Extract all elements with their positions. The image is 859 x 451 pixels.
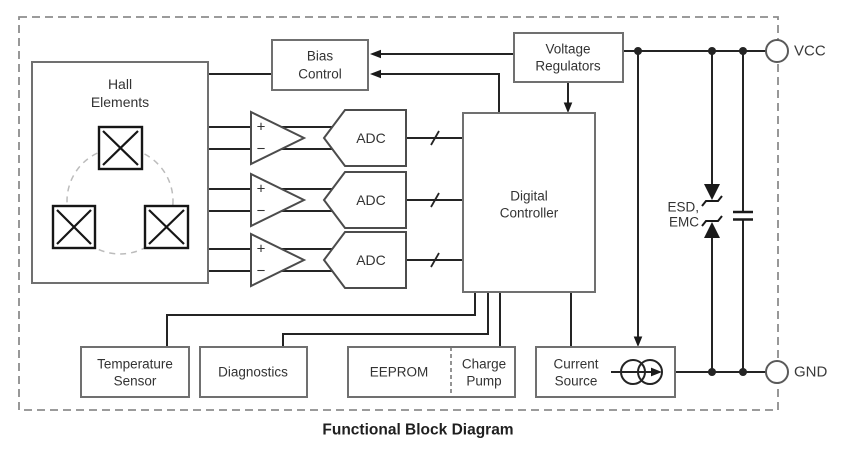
hall-elements-label-line2: Elements [91, 94, 149, 110]
zener-bar-top [701, 195, 723, 207]
junction-dots [634, 47, 747, 376]
arrowhead-into-bias-top [370, 49, 381, 59]
diagnostics-block: Diagnostics [199, 346, 308, 398]
wire-dc-to-temperature-sensor [166, 292, 476, 347]
amplifier-2-triangle [250, 172, 307, 228]
voltage-regulators-label-line2: Regulators [535, 59, 601, 74]
hall-elements-label-line1: Hall [108, 76, 132, 92]
voltage-regulators-block: Voltage Regulators [513, 32, 624, 83]
arrowhead-into-current-source [633, 336, 643, 347]
charge-pump-label-line2: Pump [466, 374, 501, 389]
current-source-symbol-icon [620, 359, 646, 385]
zener-bar-bottom [701, 215, 723, 227]
junction-dot [708, 368, 716, 376]
voltage-regulators-box [513, 32, 624, 83]
hall-plate-bottom-left [51, 204, 97, 250]
amplifier-3-triangle [250, 232, 307, 288]
hall-plate-x-stroke [102, 130, 139, 166]
amp2-plus-label: + [257, 181, 266, 198]
charge-pump-label-line1: Charge [462, 357, 506, 372]
vcc-terminal-label: VCC [794, 43, 826, 60]
amp2-minus-label: − [257, 203, 266, 220]
zener-diode-down-icon [704, 184, 720, 200]
amp1-plus-label: + [257, 119, 266, 136]
junction-dot [739, 47, 747, 55]
hall-rotation-dashed-circle [66, 147, 174, 255]
zener-diode-up-icon [704, 222, 720, 238]
adc-blocks: ADC ADC ADC [322, 109, 407, 289]
bus-slash-2 [430, 192, 440, 208]
junction-dot [634, 47, 642, 55]
hall-plate-bottom-right [143, 204, 190, 250]
arrowhead-into-digital-controller [563, 102, 573, 113]
amp1-minus-label: − [257, 141, 266, 158]
amp3-minus-label: − [257, 263, 266, 280]
bus-slash-3 [430, 252, 440, 268]
esd-emc-label-line1: ESD, [667, 200, 699, 215]
temperature-sensor-box [80, 346, 190, 398]
amplifiers: + − + − + − [250, 110, 307, 288]
wire-dc-to-diagnostics [282, 292, 489, 347]
terminals: VCC GND [765, 39, 828, 384]
digital-controller-block: Digital Controller [462, 112, 596, 293]
current-source-block: Current Source [535, 346, 676, 398]
diagnostics-box [199, 346, 308, 398]
adc-3-pentagon [322, 231, 407, 289]
bias-control-label-line1: Bias [307, 49, 334, 64]
digital-controller-label-line2: Controller [500, 206, 559, 221]
hall-plate-top [97, 125, 144, 171]
esd-emc-protection: ESD, EMC [667, 184, 753, 238]
voltage-regulators-label-line1: Voltage [545, 42, 590, 57]
gnd-terminal-icon [765, 360, 789, 384]
eeprom-label: EEPROM [370, 365, 429, 380]
vcc-terminal-icon [765, 39, 789, 63]
hall-plate-x-stroke [148, 209, 185, 245]
adc-3-label: ADC [356, 252, 386, 268]
diagram-caption: Functional Block Diagram [322, 422, 513, 439]
adc-2-label: ADC [356, 192, 386, 208]
temperature-sensor-label-line2: Sensor [114, 374, 157, 389]
digital-controller-box [462, 112, 596, 293]
junction-dot [739, 368, 747, 376]
gnd-terminal-label: GND [794, 364, 828, 381]
temperature-sensor-label-line1: Temperature [97, 357, 173, 372]
eeprom-charge-pump-box [347, 346, 516, 398]
current-source-label-line2: Source [555, 374, 598, 389]
hall-elements-block: Hall Elements [31, 61, 209, 284]
bias-control-label-line2: Control [298, 67, 342, 82]
adc-2-pentagon [322, 171, 407, 229]
eeprom-charge-pump-block: EEPROM Charge Pump [347, 346, 516, 398]
bias-control-box [271, 39, 369, 91]
digital-controller-label-line1: Digital [510, 189, 548, 204]
amplifier-1-triangle [250, 110, 307, 166]
amp3-plus-label: + [257, 241, 266, 258]
adc-1-pentagon [322, 109, 407, 167]
esd-emc-label-line2: EMC [669, 215, 699, 230]
arrowheads [370, 49, 643, 347]
junction-dot [708, 47, 716, 55]
bus-slash-1 [430, 130, 440, 146]
wire-digital-controller-to-bias-control [373, 73, 500, 113]
chip-boundary-dashed-border [18, 16, 779, 411]
adc-1-label: ADC [356, 130, 386, 146]
arrowhead-into-bias-bottom [370, 69, 381, 79]
diagnostics-label: Diagnostics [218, 365, 288, 380]
current-source-arrowhead [651, 367, 662, 377]
hall-plate-x-stroke [56, 209, 92, 245]
bias-control-block: Bias Control [271, 39, 369, 91]
current-source-label-line1: Current [553, 357, 598, 372]
temperature-sensor-block: Temperature Sensor [80, 346, 190, 398]
